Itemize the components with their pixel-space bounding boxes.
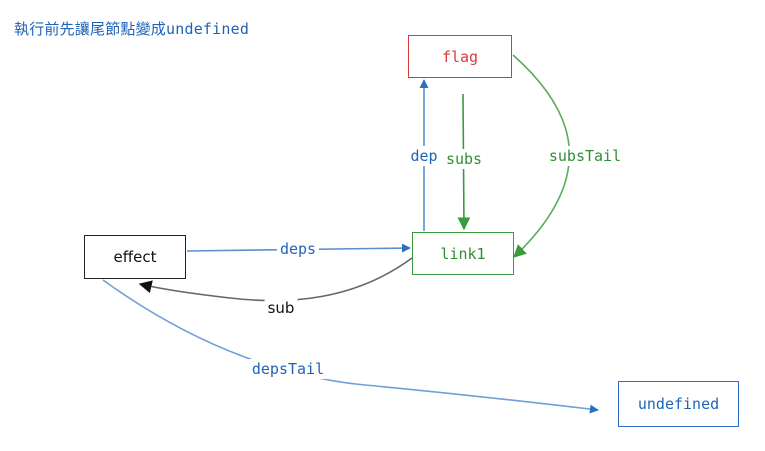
edge-label-deps: deps (276, 239, 320, 259)
edge-label-dep: dep (407, 146, 441, 166)
node-link1-label: link1 (440, 244, 486, 263)
node-undefined: undefined (618, 381, 739, 427)
node-link1: link1 (412, 232, 514, 275)
node-effect-label: effect (113, 248, 157, 266)
edge-sub (138, 257, 413, 302)
edge-label-subs: subs (442, 149, 486, 169)
edge-label-depsTail: depsTail (248, 359, 328, 379)
node-flag-label: flag (441, 47, 479, 66)
edge-depsTail (102, 279, 599, 414)
edge-subsTail (512, 54, 571, 258)
edge-label-subsTail: subsTail (545, 146, 625, 166)
node-flag: flag (408, 35, 512, 78)
page-title: 執行前先讓尾節點變成undefined (14, 20, 250, 38)
edge-label-sub: sub (264, 298, 298, 318)
node-undefined-label: undefined (637, 395, 720, 413)
node-effect: effect (84, 235, 186, 279)
